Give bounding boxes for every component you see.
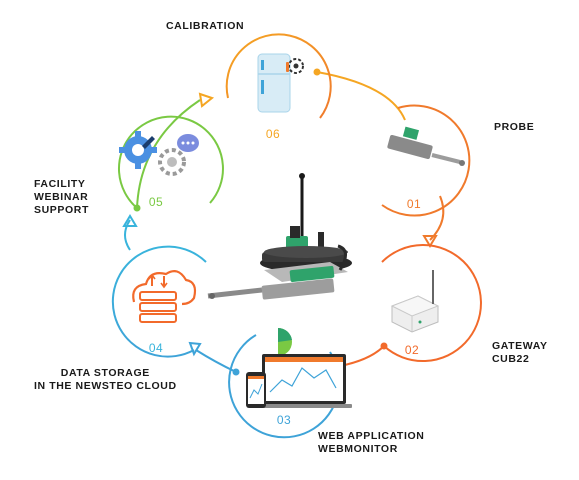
label-04: DATA STORAGE IN THE NEWSTEO CLOUD xyxy=(34,367,177,393)
calibration-fridge-icon xyxy=(257,53,304,113)
support-gears-icon xyxy=(119,131,199,176)
connector-06-01 xyxy=(313,68,406,121)
label-06: CALIBRATION xyxy=(166,20,244,33)
label-02-line-2: CUB22 xyxy=(492,353,530,365)
step-02-number: 02 xyxy=(405,343,419,357)
cloud-storage-icon xyxy=(132,269,197,323)
label-04-line-2: IN THE NEWSTEO CLOUD xyxy=(34,380,177,392)
label-03-line-2: WEBMONITOR xyxy=(318,443,398,455)
label-05: FACILITY WEBINAR SUPPORT xyxy=(34,178,89,217)
step-03: 03 xyxy=(228,327,352,439)
label-06-line-1: CALIBRATION xyxy=(166,20,245,32)
step-05-number: 05 xyxy=(149,195,163,209)
connector-04-05 xyxy=(122,214,138,251)
label-05-line-1: FACILITY xyxy=(34,178,86,190)
label-02-line-1: GATEWAY xyxy=(492,340,548,352)
gateway-box-icon xyxy=(390,270,440,333)
label-05-line-2: WEBINAR xyxy=(34,191,89,203)
connector-03-04 xyxy=(188,341,240,376)
step-01-number: 01 xyxy=(407,197,421,211)
label-03-line-1: WEB APPLICATION xyxy=(318,430,425,442)
wireless-sensor-device-icon xyxy=(207,173,352,300)
step-01: 01 xyxy=(381,104,471,217)
probe-sensor-icon xyxy=(387,126,465,166)
step-03-number: 03 xyxy=(277,413,291,427)
label-05-line-3: SUPPORT xyxy=(34,204,89,216)
web-dashboard-icon xyxy=(246,327,352,408)
step-02: 02 xyxy=(381,244,482,363)
step-04: 04 xyxy=(111,245,207,358)
connector-01-02 xyxy=(422,195,445,248)
label-02: GATEWAY CUB22 xyxy=(492,340,548,366)
label-01-line-1: PROBE xyxy=(494,121,535,133)
step-04-number: 04 xyxy=(149,341,163,355)
label-03: WEB APPLICATION WEBMONITOR xyxy=(318,430,424,456)
label-04-line-1: DATA STORAGE xyxy=(60,367,150,379)
step-06: 06 xyxy=(225,33,332,141)
label-01: PROBE xyxy=(494,121,534,134)
step-05: 05 xyxy=(118,115,224,209)
step-06-number: 06 xyxy=(266,127,280,141)
